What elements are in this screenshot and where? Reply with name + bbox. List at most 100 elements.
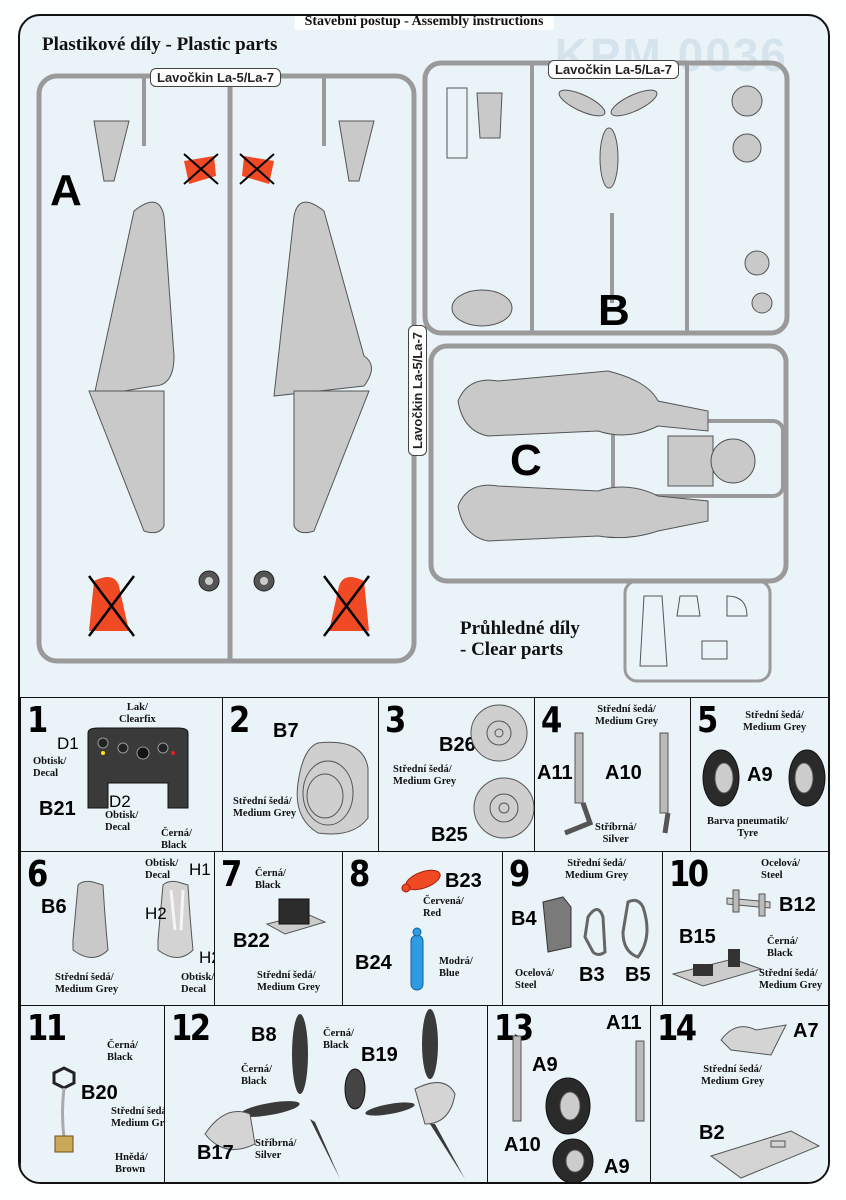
- part-a11: A11: [606, 1012, 642, 1034]
- part-b15: B15: [679, 926, 716, 948]
- sprue-a-letter: A: [50, 166, 82, 215]
- instruction-sheet: KPM 0036 Stavební postup - Assembly inst…: [18, 14, 830, 1184]
- page-title: Stavební postup - Assembly instructions: [294, 16, 554, 30]
- sprue-c-frame: [428, 343, 789, 584]
- part-a9: A9: [532, 1054, 558, 1076]
- part-b17: B17: [197, 1142, 234, 1164]
- callout-tyre: Barva pneumatik/Tyre: [707, 816, 789, 839]
- part-b3: B3: [579, 964, 605, 986]
- callout-decal: Obtisk/Decal: [145, 858, 179, 881]
- main-wheels-illustration: [702, 749, 826, 807]
- step-number: 14: [657, 1008, 697, 1049]
- callout-clearfix: Lak/Clearfix: [119, 702, 156, 725]
- step-1: 1 Lak/Clearfix D1 Obtisk/Decal D2 B21 Ob…: [20, 697, 224, 853]
- step-3: 3 B26 Střední šedá/Medium Grey B25: [378, 697, 536, 853]
- step-number: 1: [27, 700, 48, 741]
- part-b2: B2: [699, 1122, 725, 1144]
- step-number: 12: [171, 1008, 211, 1049]
- step-number: 11: [27, 1008, 67, 1049]
- step-12: 12 B8 Černá/Black B19 Černá/Black B17 St…: [164, 1005, 489, 1182]
- propeller-illustration: [204, 1009, 465, 1179]
- part-b20: B20: [81, 1082, 118, 1104]
- step-9: 9 Střední šedá/Medium Grey B4 Ocelová/St…: [502, 851, 664, 1007]
- callout-medium-grey: Střední šedá/Medium Grey: [743, 710, 807, 733]
- part-a7: A7: [793, 1020, 819, 1042]
- part-a9: A9: [604, 1156, 630, 1178]
- control-stick-illustration: [52, 1066, 76, 1153]
- part-d1: D1: [57, 734, 79, 753]
- rudder-pedals-illustration: [726, 889, 771, 917]
- step-number: 2: [229, 700, 250, 741]
- callout-medium-grey: Střední šedá/Medium Grey: [759, 968, 823, 991]
- part-a10: A10: [605, 762, 642, 784]
- step-4: 4 Střední šedá/Medium Grey A11 A10 Stříb…: [534, 697, 692, 853]
- part-b5: B5: [625, 964, 651, 986]
- step-7: 7 Černá/Black B22 Střední šedá/Medium Gr…: [214, 851, 344, 1007]
- step-number: 6: [27, 854, 48, 895]
- sprue-a-frame: [36, 73, 417, 664]
- gunsight-cover-illustration: [720, 1024, 787, 1056]
- step-11: 11 Černá/Black B20 Střední šedá/Medium G…: [20, 1005, 174, 1182]
- callout-medium-grey: Střední šedá/Medium Grey: [595, 704, 659, 727]
- part-b12: B12: [779, 894, 816, 916]
- sprue-b-label: Lavočkin La-5/La-7: [548, 60, 680, 79]
- part-b8: B8: [251, 1024, 277, 1046]
- part-a10: A10: [504, 1134, 541, 1156]
- step-number: 8: [349, 854, 370, 895]
- part-a9: A9: [747, 764, 773, 786]
- clear-parts-title: Průhledné díly - Clear parts: [460, 618, 580, 660]
- callout-silver: Stříbrná/Silver: [255, 1138, 297, 1161]
- landing-gear-legs-illustration: [564, 732, 671, 836]
- part-b7: B7: [273, 720, 299, 742]
- part-h2: H2: [145, 904, 167, 923]
- sprue-c-label: Lavočkin La-5/La-7: [408, 324, 427, 456]
- step-10: 10 Ocelová/Steel B12 B15 Černá/Black Stř…: [662, 851, 828, 1007]
- sprue-c-letter: C: [510, 436, 542, 485]
- part-b19: B19: [361, 1044, 398, 1066]
- step-number: 10: [669, 854, 709, 895]
- radio-box-illustration: [265, 898, 327, 935]
- callout-medium-grey: Střední šedá/Medium Grey: [111, 1106, 175, 1129]
- part-b23: B23: [445, 870, 482, 892]
- callout-medium-grey: Střední šedá/Medium Grey: [565, 858, 629, 881]
- callout-blue: Modrá/Blue: [439, 956, 473, 979]
- callout-black: Černá/Black: [767, 936, 798, 959]
- callout-black: Černá/Black: [323, 1028, 354, 1051]
- step-5: 5 Střední šedá/Medium Grey A9 Barva pneu…: [690, 697, 828, 853]
- part-b22: B22: [233, 930, 270, 952]
- cockpit-floor-illustration: [671, 949, 763, 987]
- step-number: 9: [509, 854, 530, 895]
- sprue-b-letter: B: [598, 286, 630, 335]
- instrument-panel-illustration: [87, 727, 189, 809]
- step-number: 4: [541, 700, 562, 741]
- armor-frames-illustration: [542, 896, 649, 959]
- callout-silver: Stříbrná/Silver: [595, 822, 637, 845]
- spinner-backplate-illustration: [296, 741, 369, 835]
- step-13: 13 A11 A9 A10 A9: [487, 1005, 652, 1182]
- cockpit-floor-plate-illustration: [709, 1130, 821, 1179]
- callout-decal: Obtisk/Decal: [105, 810, 139, 833]
- step-2: 2 B7 Střední šedá/Medium Grey: [222, 697, 380, 853]
- seats-illustration: [72, 880, 194, 958]
- part-b25: B25: [431, 824, 468, 846]
- part-d2: D2: [109, 792, 131, 811]
- step-number: 3: [385, 700, 406, 741]
- step-number: 7: [221, 854, 242, 895]
- clear-parts-title-en: - Clear parts: [460, 639, 564, 660]
- bottles-illustration: [401, 869, 441, 991]
- part-a11: A11: [537, 762, 573, 784]
- part-b26: B26: [439, 734, 476, 756]
- callout-black: Černá/Black: [255, 868, 286, 891]
- assembly-steps: 1 Lak/Clearfix D1 Obtisk/Decal D2 B21 Ob…: [20, 697, 828, 1182]
- callout-medium-grey: Střední šedá/Medium Grey: [701, 1064, 765, 1087]
- callout-black: Černá/Black: [241, 1064, 272, 1087]
- part-b24: B24: [355, 952, 392, 974]
- callout-medium-grey: Střední šedá/Medium Grey: [393, 764, 457, 787]
- callout-black: Černá/Black: [107, 1040, 138, 1063]
- sprue-a-label: Lavočkin La-5/La-7: [150, 68, 282, 87]
- part-b21: B21: [39, 798, 76, 820]
- callout-steel: Ocelová/Steel: [515, 968, 555, 991]
- callout-medium-grey: Střední šedá/Medium Grey: [257, 970, 321, 993]
- callout-medium-grey: Střední šedá/Medium Grey: [233, 796, 297, 819]
- callout-steel: Ocelová/Steel: [761, 858, 801, 881]
